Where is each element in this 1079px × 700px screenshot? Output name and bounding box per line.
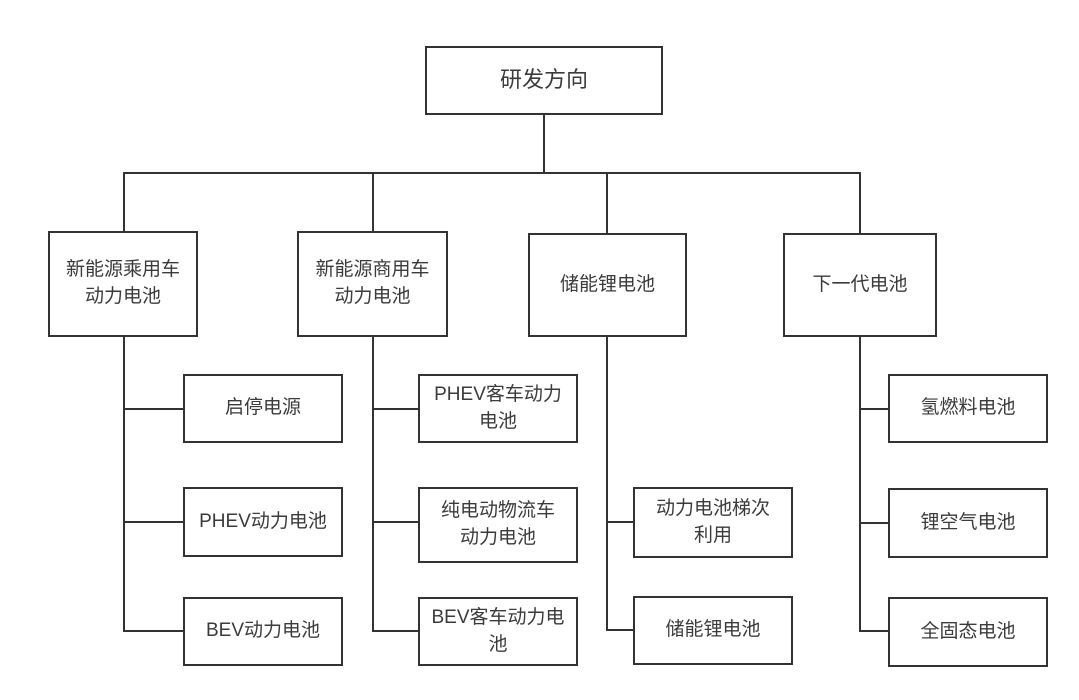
node-start-stop-power: 启停电源 — [183, 374, 343, 443]
node-rd-direction-label: 研发方向 — [499, 67, 588, 93]
node-bev-bus-battery: BEV客车动力电 池 — [418, 597, 578, 666]
node-nev-passenger-battery: 新能源乘用车 动力电池 — [48, 231, 198, 337]
node-lithium-air-battery: 锂空气电池 — [888, 488, 1048, 558]
node-bev-power-battery: BEV动力电池 — [183, 597, 343, 666]
node-energy-storage-li-battery-label: 储能锂电池 — [559, 273, 655, 295]
node-hydrogen-fuel-cell-label: 氢燃料电池 — [920, 397, 1016, 419]
node-battery-cascade-utilization-label: 动力电池梯次 利用 — [655, 497, 770, 546]
node-next-gen-battery: 下一代电池 — [783, 233, 937, 337]
node-bev-bus-battery-label: BEV客车动力电 池 — [431, 606, 565, 655]
node-energy-storage-li-battery: 储能锂电池 — [528, 233, 687, 337]
node-bev-power-battery-label: BEV动力电池 — [205, 620, 321, 642]
node-rd-direction: 研发方向 — [425, 46, 663, 115]
node-hydrogen-fuel-cell: 氢燃料电池 — [888, 374, 1048, 443]
node-electric-logistics-battery: 纯电动物流车 动力电池 — [418, 487, 578, 563]
node-next-gen-battery-label: 下一代电池 — [812, 273, 908, 295]
node-all-solid-state-battery: 全固态电池 — [888, 597, 1048, 667]
node-battery-cascade-utilization: 动力电池梯次 利用 — [633, 487, 793, 558]
node-phev-power-battery-label: PHEV动力电池 — [199, 510, 327, 532]
node-energy-storage-li-battery-child: 储能锂电池 — [633, 596, 793, 665]
node-nev-commercial-battery: 新能源商用车 动力电池 — [297, 231, 448, 337]
node-all-solid-state-battery-label: 全固态电池 — [920, 620, 1016, 642]
node-energy-storage-li-battery-child-label: 储能锂电池 — [665, 619, 761, 641]
node-phev-bus-battery: PHEV客车动力 电池 — [418, 374, 578, 443]
node-phev-power-battery: PHEV动力电池 — [183, 487, 343, 557]
node-lithium-air-battery-label: 锂空气电池 — [920, 511, 1016, 533]
node-nev-commercial-battery-label: 新能源商用车 动力电池 — [315, 259, 430, 307]
node-nev-passenger-battery-label: 新能源乘用车 动力电池 — [65, 259, 180, 307]
node-phev-bus-battery-label: PHEV客车动力 电池 — [434, 383, 562, 432]
node-start-stop-power-label: 启停电源 — [224, 397, 301, 419]
node-electric-logistics-battery-label: 纯电动物流车 动力电池 — [440, 500, 555, 548]
